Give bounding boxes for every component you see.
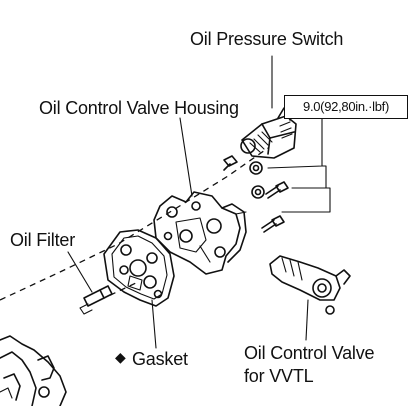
alignment-dashed-line-2	[99, 281, 139, 301]
alignment-dashed-line	[0, 147, 269, 301]
oil-pressure-switch-label: Oil Pressure Switch	[190, 29, 344, 49]
torque-bracket-lines	[267, 118, 331, 213]
oil-control-valve-housing-part	[153, 191, 247, 275]
oil-filter-label: Oil Filter	[10, 230, 75, 250]
leader-housing	[179, 117, 193, 197]
leader-gasket	[151, 299, 157, 349]
gasket-part	[103, 229, 175, 307]
leader-oil-control-valve	[305, 299, 309, 341]
oil-control-valve-housing-label: Oil Control Valve Housing	[39, 98, 239, 118]
oil-pressure-switch-part	[240, 107, 297, 159]
cylinder-head-fragment	[0, 335, 67, 406]
oil-control-valve-part	[269, 255, 351, 315]
gasket-label: Gasket	[132, 349, 188, 369]
torque-spec-box: 9.0(92,80in.·lbf)	[284, 95, 408, 119]
oil-control-valve-label-line2: for VVTL	[244, 366, 314, 386]
oil-control-valve-label-line1: Oil Control Valve	[244, 343, 375, 363]
gasket-marker-icon: ◆	[115, 349, 126, 365]
oil-filter-bolt	[79, 285, 113, 315]
leader-oil-filter	[67, 251, 93, 293]
housing-bolts	[223, 155, 289, 233]
